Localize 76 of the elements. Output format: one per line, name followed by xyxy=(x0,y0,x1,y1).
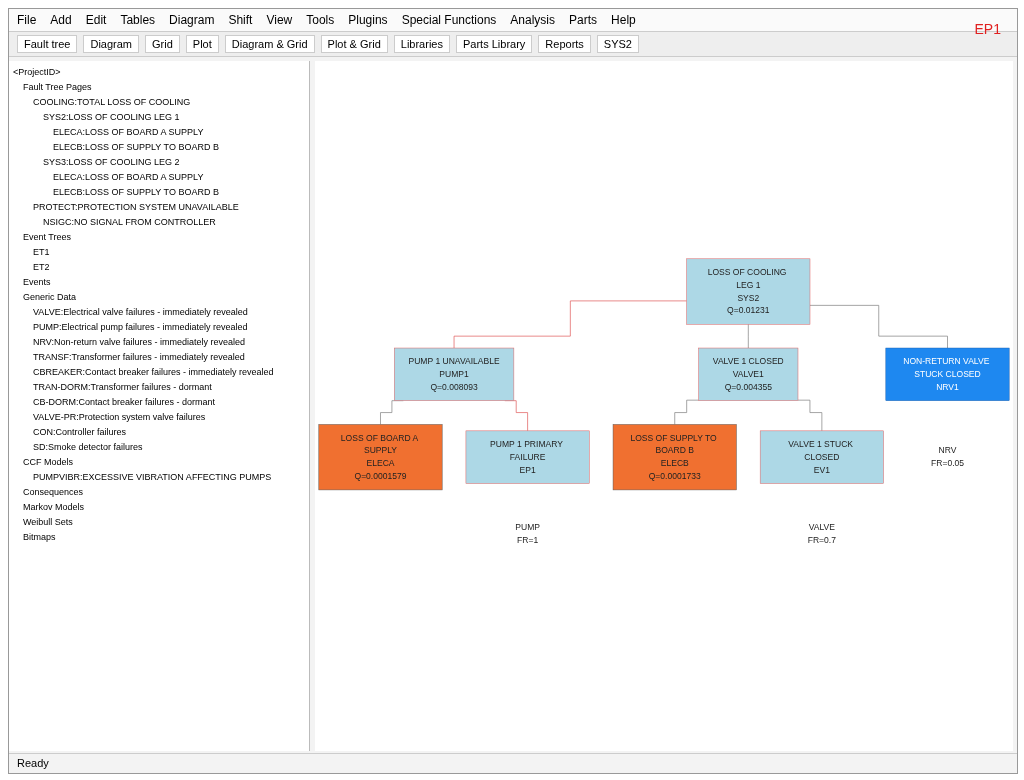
tab: Diagram & Grid xyxy=(224,35,315,53)
node-box: VALVE 1 CLOSED VALVE1 Q=0.004355 xyxy=(698,347,799,401)
connector xyxy=(747,323,749,349)
menu-item: View xyxy=(266,13,293,27)
tab: SYS2 xyxy=(596,35,639,53)
menu-item: Parts xyxy=(569,13,598,27)
node-box: LOSS OF SUPPLY TO BOARD B ELECB Q=0.0001733 xyxy=(612,424,737,490)
tree-item: CB-DORM:Contact breaker failures - dormant xyxy=(32,396,217,409)
menu-item: Diagram xyxy=(169,13,215,27)
tree-item: ELECA:LOSS OF BOARD A SUPPLY xyxy=(52,171,205,184)
tab: Diagram xyxy=(83,35,140,53)
status-text: Ready xyxy=(17,757,49,769)
menu-item: Add xyxy=(50,13,72,27)
node-label: FR=1 xyxy=(517,534,539,545)
connector xyxy=(453,300,687,349)
node-box: PUMP 1 UNAVAILABLE PUMP1 Q=0.008093 xyxy=(394,347,515,401)
tree-item: Fault Tree Pages xyxy=(22,81,93,94)
menu-item: File xyxy=(17,13,37,27)
tree-item: ET1 xyxy=(32,246,51,259)
tree-item: SD:Smoke detector failures xyxy=(32,441,144,454)
tree-item: VALVE-PR:Protection system valve failures xyxy=(32,411,207,424)
tree-item: ET2 xyxy=(32,261,51,274)
diagram-note: EP1 xyxy=(974,21,1001,37)
tree-item: CON:Controller failures xyxy=(32,426,128,439)
tree-item: Event Trees xyxy=(22,231,73,244)
tab: Parts Library xyxy=(455,35,533,53)
tree-item: Events xyxy=(22,276,52,289)
menu-item: Tables xyxy=(120,13,156,27)
menu-item: Special Functions xyxy=(401,13,497,27)
tree-item: TRANSF:Transformer failures - immediately revealed xyxy=(32,351,246,364)
tree-item: <ProjectID> xyxy=(12,66,62,79)
menu-item: Help xyxy=(611,13,636,27)
tree-item: NSIGC:NO SIGNAL FROM CONTROLLER xyxy=(42,216,217,229)
tree-item: CBREAKER:Contact breaker failures - immediately revealed xyxy=(32,366,275,379)
tree-item: COOLING:TOTAL LOSS OF COOLING xyxy=(32,96,192,109)
tree-item: Consequences xyxy=(22,486,85,499)
menu-item: Edit xyxy=(85,13,107,27)
tree-item: PROTECT:PROTECTION SYSTEM UNAVAILABLE xyxy=(32,201,240,214)
node-label: VALVE xyxy=(808,522,835,532)
node-label: FR=0.05 xyxy=(931,458,965,468)
node-box: VALVE 1 STUCK CLOSED EV1 xyxy=(759,430,884,484)
node-label: FR=0.7 xyxy=(807,534,836,545)
tree-item: PUMP:Electrical pump failures - immediately revealed xyxy=(32,321,249,334)
tree-item: ELECB:LOSS OF SUPPLY TO BOARD B xyxy=(52,186,220,199)
node-box: LOSS OF COOLING LEG 1 SYS2 Q=0.01231 xyxy=(686,258,811,325)
tree-item: CCF Models xyxy=(22,456,74,469)
tree-item: NRV:Non-return valve failures - immediately revealed xyxy=(32,336,247,349)
tree-item: ELECB:LOSS OF SUPPLY TO BOARD B xyxy=(52,141,220,154)
connector xyxy=(674,399,699,425)
tab: Plot & Grid xyxy=(320,35,388,53)
tab: Libraries xyxy=(393,35,450,53)
menu-item: Tools xyxy=(306,13,335,27)
tab: Fault tree xyxy=(17,35,78,53)
tree-item: Markov Models xyxy=(22,501,86,514)
node-label: PUMP xyxy=(515,522,540,532)
tree-item: TRAN-DORM:Transformer failures - dormant xyxy=(32,381,213,394)
connector xyxy=(797,399,823,432)
tree-item: SYS3:LOSS OF COOLING LEG 2 xyxy=(42,156,181,169)
menu-item: Plugins xyxy=(348,13,388,27)
connector xyxy=(809,304,948,349)
menu-item: Shift xyxy=(228,13,253,27)
tree-item: Generic Data xyxy=(22,291,78,304)
tree-item: PUMPVIBR:EXCESSIVE VIBRATION AFFECTING PUMPS xyxy=(32,471,273,484)
tab: Grid xyxy=(145,35,180,53)
node-box: LOSS OF BOARD A SUPPLY ELECA Q=0.0001579 xyxy=(318,424,443,490)
node-box: PUMP 1 PRIMARY FAILURE EP1 xyxy=(465,430,590,484)
tree-item: Weibull Sets xyxy=(22,516,74,529)
menu-item: Analysis xyxy=(510,13,556,27)
node-label: NRV xyxy=(938,445,957,456)
tree-item: VALVE:Electrical valve failures - immediately revealed xyxy=(32,306,249,319)
tab: Plot xyxy=(185,35,219,53)
tab: Reports xyxy=(538,35,591,53)
node-box: NON-RETURN VALVE STUCK CLOSED NRV1 xyxy=(885,347,1010,401)
tree-item: SYS2:LOSS OF COOLING LEG 1 xyxy=(42,111,181,124)
tree-item: ELECA:LOSS OF BOARD A SUPPLY xyxy=(52,126,205,139)
tree-item: Bitmaps xyxy=(22,531,57,544)
